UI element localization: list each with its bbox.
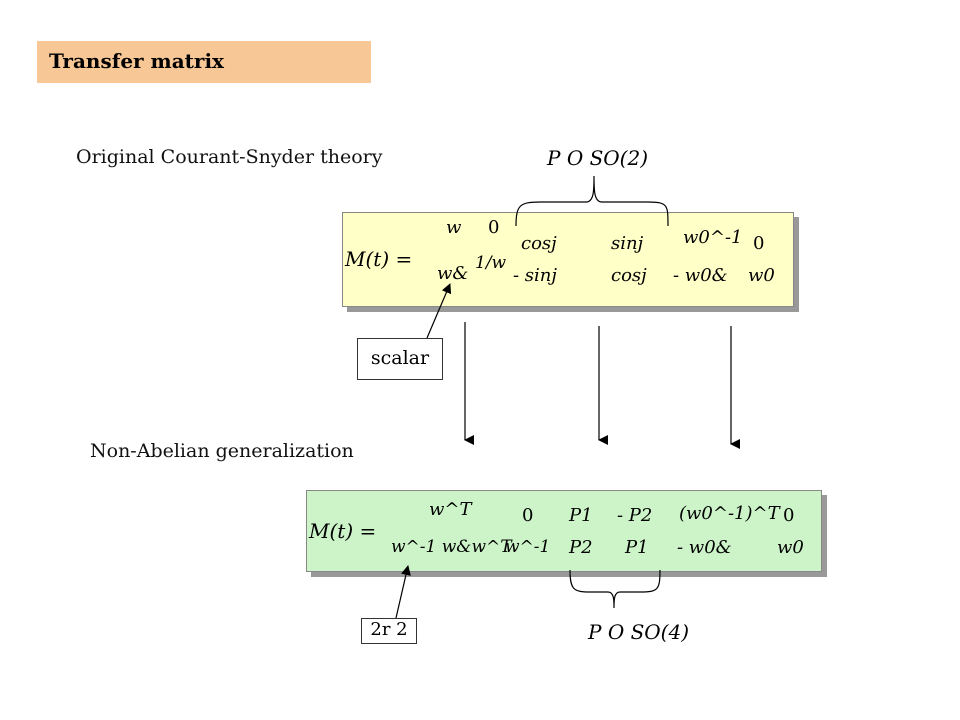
bottom-rot-d: P1 xyxy=(625,537,649,558)
top-m1-d: 1/w xyxy=(475,253,507,273)
page-title: Transfer matrix xyxy=(49,49,224,73)
top-m1-c: w& xyxy=(437,263,469,284)
bottom-rot-a: P1 xyxy=(569,505,593,526)
scalar-label: scalar xyxy=(370,347,430,369)
title-banner: Transfer matrix xyxy=(37,41,371,83)
top-rot-a: cosj xyxy=(521,233,557,254)
scalar-pointer xyxy=(426,283,452,339)
bottom-matrix-box: M(t) = w^T 0 w^-1 w&w^T w^-1 P1 - P2 P2 … xyxy=(306,490,822,572)
top-rot-d: cosj xyxy=(611,265,647,286)
group-label-top: P O SO(2) xyxy=(547,146,648,170)
bottom-brace xyxy=(569,569,661,609)
bottom-m1-b: 0 xyxy=(522,505,534,526)
bottom-m1-c: w^-1 w&w^T xyxy=(391,537,512,557)
top-matrix-lhs: M(t) = xyxy=(345,247,413,271)
top-m1-a: w xyxy=(446,217,462,238)
bottom-m3-a: (w0^-1)^T xyxy=(679,503,780,524)
scalar-label-box: scalar xyxy=(357,338,443,380)
bottom-rot-c: P2 xyxy=(569,537,593,558)
bottom-m3-d: w0 xyxy=(777,537,804,558)
bottom-m1-a: w^T xyxy=(429,499,472,520)
two-by-two-label: 2r 2 xyxy=(370,619,408,640)
top-rot-c: - sinj xyxy=(513,265,557,286)
bottom-m1-d: w^-1 xyxy=(505,537,551,557)
top-matrix-box: M(t) = w 0 w& 1/w cosj sinj - sinj cosj … xyxy=(342,212,794,307)
top-m1-b: 0 xyxy=(488,217,500,238)
bottom-m3-b: 0 xyxy=(783,505,795,526)
top-m3-d: w0 xyxy=(748,265,775,286)
heading-original: Original Courant-Snyder theory xyxy=(76,146,383,168)
bottom-matrix-lhs: M(t) = xyxy=(309,519,377,543)
heading-generalized: Non-Abelian generalization xyxy=(90,440,354,462)
bottom-m3-c: - w0& xyxy=(677,537,732,558)
top-m3-c: - w0& xyxy=(673,265,728,286)
top-brace xyxy=(515,175,669,227)
top-m3-b: 0 xyxy=(753,233,765,254)
bottom-rot-b: - P2 xyxy=(617,505,653,526)
top-rot-b: sinj xyxy=(611,233,644,254)
top-m3-a: w0^-1 xyxy=(683,227,743,248)
group-label-bottom: P O SO(4) xyxy=(588,620,689,644)
two-by-two-pointer xyxy=(395,565,411,619)
two-by-two-label-box: 2r 2 xyxy=(361,618,417,644)
